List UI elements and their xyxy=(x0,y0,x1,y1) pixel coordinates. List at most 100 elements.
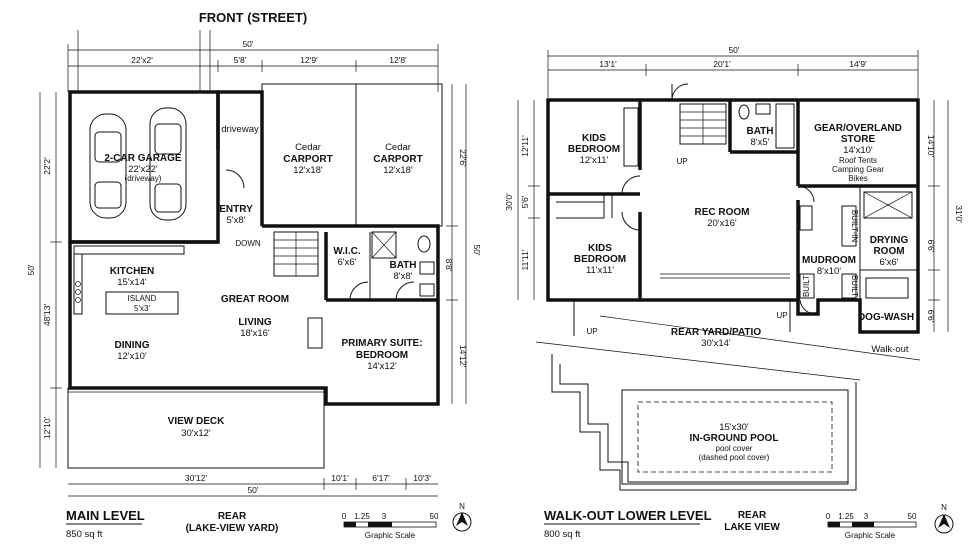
lower-north-arrow-icon: N xyxy=(934,503,954,534)
walkout-label: Walk-out xyxy=(871,344,908,355)
svg-text:Graphic Scale: Graphic Scale xyxy=(845,531,896,540)
kitchen-name: KITCHEN xyxy=(110,266,154,277)
dining-size: 12'x10' xyxy=(117,351,147,362)
drying-name: DRYING xyxy=(870,235,909,246)
lower-dim-left-1: 12'11' xyxy=(520,135,530,157)
lower-bath-name: BATH xyxy=(746,126,773,137)
main-level-plan: 50' 22'x2' 5'8' 12'9' 12'8' 2-CAR GARAGE… xyxy=(26,30,482,540)
main-dim-bottom-4: 10'3' xyxy=(413,473,431,483)
entry-name: ENTRY xyxy=(219,204,253,215)
lower-dim-top-1: 13'1' xyxy=(599,59,617,69)
mudroom-name: MUDROOM xyxy=(802,255,856,266)
lower-level-area: 800 sq ft xyxy=(544,529,581,540)
svg-text:50: 50 xyxy=(908,512,917,521)
primary-name: PRIMARY SUITE: xyxy=(341,338,422,349)
main-dim-top-total: 50' xyxy=(242,39,253,49)
deck-size: 30'x12' xyxy=(181,428,211,439)
svg-text:3: 3 xyxy=(382,512,387,521)
gear-note-3: Bikes xyxy=(848,174,868,183)
garage-name: 2-CAR GARAGE xyxy=(104,153,182,164)
main-dim-left-total: 50' xyxy=(26,264,36,275)
driveway-label: driveway xyxy=(221,124,259,135)
svg-text:0: 0 xyxy=(826,512,831,521)
main-rear-sub: (LAKE-VIEW YARD) xyxy=(186,523,279,534)
gear-name: GEAR/OVERLAND xyxy=(814,123,902,134)
main-dim-left-3: 12'10' xyxy=(42,417,52,440)
svg-text:N: N xyxy=(941,503,947,512)
dogwash-name: DOG-WASH xyxy=(858,312,914,323)
main-north-arrow-icon: N xyxy=(452,502,472,532)
lower-dim-right-1: 14'10' xyxy=(926,135,936,158)
patio-name: REAR YARD/PATIO xyxy=(671,327,761,338)
living-name: LIVING xyxy=(238,317,272,328)
main-dim-top-2: 5'8' xyxy=(234,55,247,65)
gear-note-2: Camping Gear xyxy=(832,165,884,174)
dining-name: DINING xyxy=(115,340,150,351)
svg-text:3: 3 xyxy=(864,512,869,521)
down-label: DOWN xyxy=(235,239,261,248)
main-dim-bottom-total: 50' xyxy=(247,485,258,495)
gear-size: 14'x10' xyxy=(843,145,873,156)
svg-text:Graphic Scale: Graphic Scale xyxy=(365,531,416,540)
carport1-size: 12'x18' xyxy=(293,165,323,176)
lower-level-plan: 50' 13'1' 20'1' 14'9' KIDS BEDROOM 12'x1… xyxy=(504,45,964,540)
island-size: 5'x3' xyxy=(134,304,150,313)
lower-rear-label: REAR xyxy=(738,510,767,521)
svg-text:1.25: 1.25 xyxy=(838,512,854,521)
lower-dim-top-3: 14'9' xyxy=(849,59,867,69)
carport1-wood: Cedar xyxy=(295,142,321,153)
pool-note-2: (dashed pool cover) xyxy=(699,453,770,462)
main-graphic-scale: 0 1.25 3 50 Graphic Scale xyxy=(342,512,439,540)
lower-level-title: WALK-OUT LOWER LEVEL xyxy=(544,508,712,523)
great-room-name: GREAT ROOM xyxy=(221,294,289,305)
main-dim-top-1: 22'x2' xyxy=(131,55,153,65)
mudroom-size: 8'x10' xyxy=(817,266,841,277)
island-name: ISLAND xyxy=(128,294,157,303)
up-label-patio-right: UP xyxy=(776,311,787,320)
built-label-2: BUILT xyxy=(850,275,859,297)
main-rear-label: REAR xyxy=(218,511,247,522)
carport1-name: CARPORT xyxy=(283,154,332,165)
up-label-stairs: UP xyxy=(676,157,687,166)
main-dim-top-4: 12'8' xyxy=(389,55,407,65)
main-dim-right-1: 22'6' xyxy=(458,149,468,167)
lower-bath-size: 8'x5' xyxy=(751,137,770,148)
pool-name: IN-GROUND POOL xyxy=(690,433,779,444)
deck-name: VIEW DECK xyxy=(168,416,225,427)
main-dim-left-2: 48'13' xyxy=(42,304,52,327)
lower-dim-left-2: 5'6' xyxy=(520,195,530,208)
primary-size: 14'x12' xyxy=(367,361,397,372)
drying-name-2: ROOM xyxy=(873,246,904,257)
svg-text:50: 50 xyxy=(430,512,439,521)
bath-size: 8'x8' xyxy=(394,271,413,282)
gear-note-1: Roof Tents xyxy=(839,156,877,165)
kids1-name-2: BEDROOM xyxy=(568,144,620,155)
garage-size: 22'x22' xyxy=(128,164,158,175)
lower-dim-left-3: 11'11' xyxy=(520,249,530,270)
kitchen-size: 15'x14' xyxy=(117,277,147,288)
kids2-name: KIDS xyxy=(588,243,612,254)
bath-name: BATH xyxy=(389,260,416,271)
kids1-name: KIDS xyxy=(582,133,606,144)
lower-graphic-scale: 0 1.25 3 50 Graphic Scale xyxy=(826,512,917,540)
patio-size: 30'x14' xyxy=(701,338,731,349)
pool-size: 15'x30' xyxy=(719,422,749,433)
main-dim-right-total: 50' xyxy=(472,244,482,255)
lower-dim-right-3: 6'6' xyxy=(926,310,936,323)
lower-dim-top-total: 50' xyxy=(728,45,739,55)
wic-name: W.I.C. xyxy=(333,246,360,257)
svg-text:0: 0 xyxy=(342,512,347,521)
primary-name-2: BEDROOM xyxy=(356,350,408,361)
main-dim-bottom-2: 10'1' xyxy=(331,473,349,483)
drying-size: 6'x6' xyxy=(880,257,899,268)
built-label-1: BUILT xyxy=(802,275,811,297)
svg-text:1.25: 1.25 xyxy=(354,512,370,521)
lower-rear-sub: LAKE VIEW xyxy=(724,522,780,533)
main-stairs xyxy=(273,231,319,277)
main-dim-bottom-1: 30'12' xyxy=(185,473,208,483)
main-level-title: MAIN LEVEL xyxy=(66,508,145,523)
living-size: 18'x16' xyxy=(240,328,270,339)
main-dim-top-3: 12'9' xyxy=(300,55,318,65)
lower-stairs xyxy=(679,103,727,145)
carport2-name: CARPORT xyxy=(373,154,422,165)
